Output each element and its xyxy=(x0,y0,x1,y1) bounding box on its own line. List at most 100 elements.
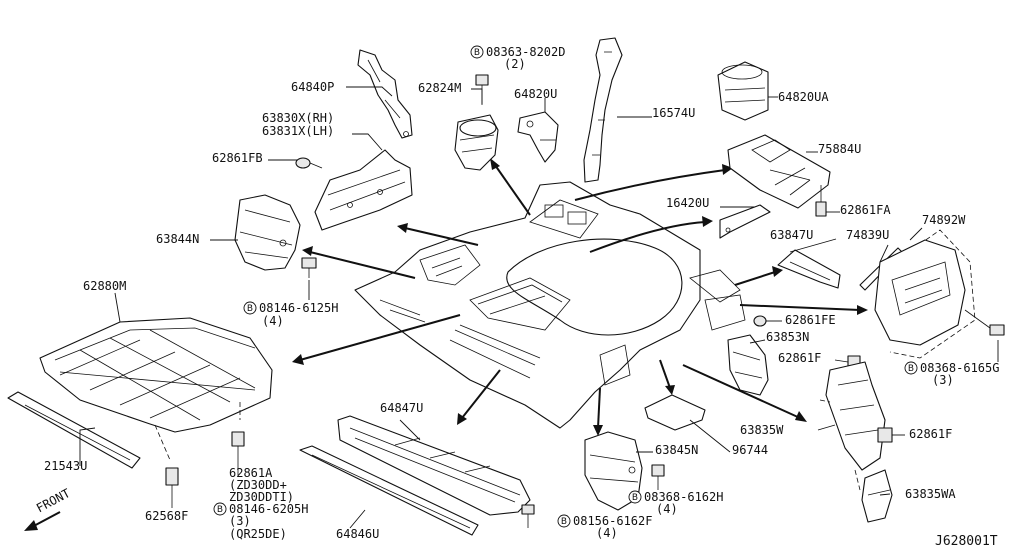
bolt-08368-6162h xyxy=(651,464,665,490)
label-text: (3) xyxy=(932,373,954,387)
label-p63845n: 63845N xyxy=(655,443,698,457)
label-text: 16420U xyxy=(666,196,709,210)
label-text: 63845N xyxy=(655,443,698,457)
bolt-62861a xyxy=(231,431,245,475)
part-62824m-housing xyxy=(454,74,499,171)
label-p62861f2: 62861F xyxy=(909,427,952,441)
label-p08368-6165g: B 08368-6165G xyxy=(904,361,999,375)
label-p63847u: 63847U xyxy=(770,228,813,242)
label-p16574u: 16574U xyxy=(652,106,695,120)
label-text: 62880M xyxy=(83,279,126,293)
label-p74839u: 74839U xyxy=(846,228,889,242)
part-74892w-panel xyxy=(874,229,1005,359)
label-p63830x: 63830X(RH) xyxy=(262,111,334,125)
label-p08368-6162h: B 08368-6162H xyxy=(628,490,723,504)
part-63844n-shield xyxy=(234,194,301,271)
label-p63853n: 63853N xyxy=(766,330,809,344)
label-text: (QR25DE) xyxy=(229,527,287,541)
part-63835wa-bracket xyxy=(861,469,893,523)
label-text: 96744 xyxy=(732,443,768,457)
clip-62568f xyxy=(165,467,179,508)
bolt-marker-letter: B xyxy=(908,364,914,374)
label-text: 08156-6162F xyxy=(573,514,652,528)
front-label: FRONT xyxy=(34,486,72,515)
diagram-code: J628001T xyxy=(935,534,998,549)
label-text: 62568F xyxy=(145,509,188,523)
callout-arrows xyxy=(292,158,868,436)
bolt-marker-icon xyxy=(470,45,484,59)
label-text: (4) xyxy=(656,502,678,516)
label-text: 63835W xyxy=(740,423,784,437)
bolt-marker-icon xyxy=(213,502,227,516)
label-p62861fe: 62861FE xyxy=(785,313,836,327)
label-text: 63835WA xyxy=(905,487,956,501)
part-21543u-strip xyxy=(7,391,141,469)
label-text: 74839U xyxy=(846,228,889,242)
label-p64820u: 64820U xyxy=(514,87,557,101)
part-64820u-bracket xyxy=(517,111,559,163)
label-text: 08368-6162H xyxy=(644,490,723,504)
label-p64847u: 64847U xyxy=(380,401,423,415)
label-p96744: 96744 xyxy=(732,443,768,457)
label-p64840p: 64840P xyxy=(291,80,334,94)
bolt-marker-icon xyxy=(904,361,918,375)
label-qr25de: (QR25DE) xyxy=(229,527,287,541)
leader-lines xyxy=(79,86,999,529)
part-16420u-bracket xyxy=(719,204,771,239)
label-text: 08368-6165G xyxy=(920,361,999,375)
label-p63835w: 63835W xyxy=(740,423,784,437)
label-text: 62861FB xyxy=(212,151,263,165)
label-p16420u: 16420U xyxy=(666,196,709,210)
label-text: 75884U xyxy=(818,142,861,156)
label-p64820ua: 64820UA xyxy=(778,90,829,104)
floor-body xyxy=(354,181,746,429)
label-p08146-6125h: B 08146-6125H xyxy=(243,301,338,315)
front-direction-arrow xyxy=(24,511,61,531)
part-96744-pad xyxy=(644,394,731,453)
label-text: 62861F xyxy=(909,427,952,441)
label-text: 64846U xyxy=(336,527,379,541)
label-p62861a: 62861A xyxy=(229,466,273,480)
bolt-marker-letter: B xyxy=(632,493,638,503)
label-text: 74892W xyxy=(922,213,966,227)
label-text: 08146-6205H xyxy=(229,502,308,516)
label-text: 16574U xyxy=(652,106,695,120)
label-zd30dd: (ZD30DD+ xyxy=(229,478,287,492)
label-text: (2) xyxy=(504,57,526,71)
bolt-marker-icon xyxy=(628,490,642,504)
part-63847u-strip xyxy=(777,249,841,289)
label-p21543u: 21543U xyxy=(44,459,87,473)
label-p62861f1: 62861F xyxy=(778,351,821,365)
label-q2a: (2) xyxy=(504,57,526,71)
label-p62861fa: 62861FA xyxy=(840,203,891,217)
bolt-marker-letter: B xyxy=(247,304,253,314)
clip-62861fb xyxy=(295,157,323,169)
part-62880m-undercover xyxy=(39,317,273,461)
label-p74892w: 74892W xyxy=(922,213,966,227)
label-p62861fb: 62861FB xyxy=(212,151,263,165)
bolt-marker-letter: B xyxy=(217,505,223,515)
label-text: 08146-6125H xyxy=(259,301,338,315)
label-text: 63853N xyxy=(766,330,809,344)
label-q3a: (3) xyxy=(932,373,954,387)
label-q4b: (4) xyxy=(656,502,678,516)
label-q4a: (4) xyxy=(262,314,284,328)
label-text: 63831X(LH) xyxy=(262,124,334,138)
part-64840p-bracket xyxy=(357,49,413,139)
clip-62861f-lower xyxy=(877,427,905,443)
label-text: 62861FA xyxy=(840,203,891,217)
label-text: (ZD30DD+ xyxy=(229,478,287,492)
bolt-marker-letter: B xyxy=(474,48,480,58)
part-64846u-strip xyxy=(299,445,479,536)
label-p75884u: 75884U xyxy=(818,142,861,156)
clip-62861fe xyxy=(753,315,782,327)
label-text: 64820UA xyxy=(778,90,829,104)
label-text: 62861FE xyxy=(785,313,836,327)
label-p64846u: 64846U xyxy=(336,527,379,541)
label-text: 21543U xyxy=(44,459,87,473)
label-text: 62861A xyxy=(229,466,273,480)
label-text: 62861F xyxy=(778,351,821,365)
